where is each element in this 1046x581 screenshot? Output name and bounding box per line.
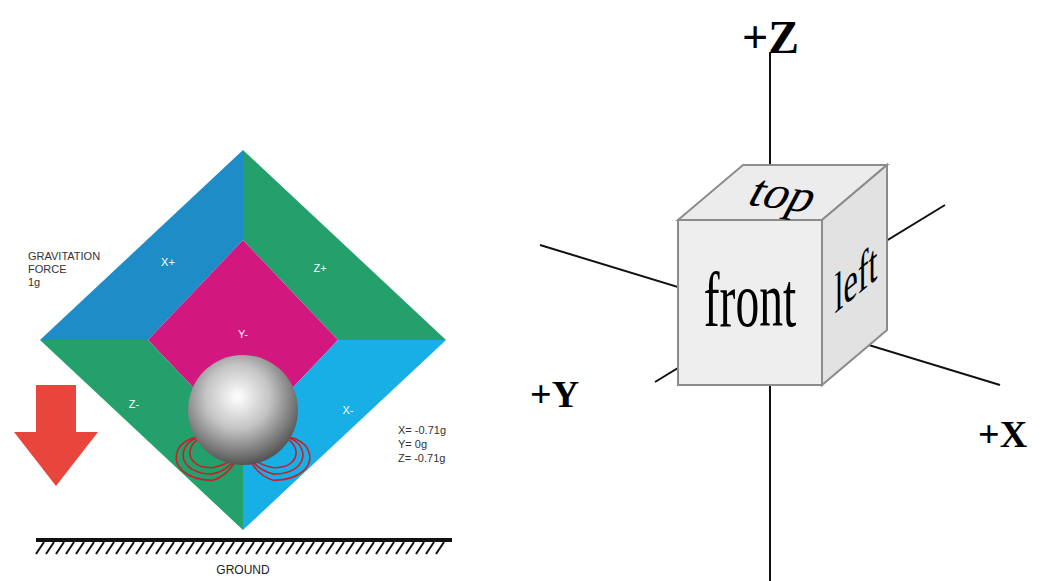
hatch-stroke: [196, 542, 204, 554]
face-label: X-: [343, 405, 354, 416]
hatch-stroke: [346, 542, 354, 554]
hatch-stroke: [56, 542, 64, 554]
hatch-stroke: [286, 542, 294, 554]
face-label: Y-: [238, 329, 248, 340]
ground-line: [36, 538, 452, 542]
hatch-stroke: [426, 542, 434, 554]
face-shape: [822, 165, 887, 385]
hatch-stroke: [316, 542, 324, 554]
hatch-stroke: [236, 542, 244, 554]
hatch-stroke: [96, 542, 104, 554]
face-shape: [40, 340, 243, 530]
axis-label: +Z: [742, 10, 799, 65]
hatch-stroke: [326, 542, 334, 554]
hatch-stroke: [376, 542, 384, 554]
face-label: front: [704, 261, 796, 339]
axis-reading: Y= 0g: [398, 438, 427, 451]
gravity-arrow: [14, 385, 98, 486]
hatch-stroke: [416, 542, 424, 554]
hatch-stroke: [396, 542, 404, 554]
face-label: Z-: [129, 399, 139, 410]
pressure-contours: [176, 436, 310, 481]
contour-line: [246, 436, 303, 474]
face-label: Z+: [313, 263, 326, 274]
axis-reading: Z= -0.71g: [398, 452, 445, 465]
hatch-stroke: [136, 542, 144, 554]
hatch-stroke: [296, 542, 304, 554]
ground-label: GROUND: [216, 563, 269, 577]
hatch-stroke: [336, 542, 344, 554]
ground-hatch: [36, 542, 444, 554]
contour-line: [246, 436, 310, 480]
axis-label: +Y: [530, 372, 579, 418]
hatch-stroke: [36, 542, 44, 554]
hatch-stroke: [356, 542, 364, 554]
hatch-stroke: [86, 542, 94, 554]
face-shape: [678, 220, 822, 385]
hatch-stroke: [206, 542, 214, 554]
hatch-stroke: [46, 542, 54, 554]
hatch-stroke: [406, 542, 414, 554]
hatch-stroke: [66, 542, 74, 554]
face-label: X+: [161, 257, 175, 268]
hatch-stroke: [366, 542, 374, 554]
face-z-minus: Z-: [40, 340, 243, 530]
hatch-stroke: [226, 542, 234, 554]
hatch-stroke: [76, 542, 84, 554]
hatch-stroke: [436, 542, 444, 554]
cube-front-face: front: [678, 220, 822, 385]
cube-left-face: left: [822, 165, 887, 385]
hatch-stroke: [156, 542, 164, 554]
axis-reading: X= -0.71g: [398, 424, 446, 437]
hatch-stroke: [106, 542, 114, 554]
hatch-stroke: [116, 542, 124, 554]
hatch-stroke: [246, 542, 254, 554]
force-label: GRAVITATION FORCE 1g: [28, 250, 120, 290]
contour-line: [246, 436, 296, 468]
hatch-stroke: [166, 542, 174, 554]
hatch-stroke: [186, 542, 194, 554]
contour-line: [190, 436, 240, 468]
hatch-stroke: [146, 542, 154, 554]
axis-label: +X: [978, 412, 1027, 458]
face-outline: [40, 340, 243, 530]
hatch-stroke: [306, 542, 314, 554]
contour-line: [176, 436, 240, 480]
hatch-stroke: [216, 542, 224, 554]
face-shape: [243, 340, 446, 530]
hatch-stroke: [276, 542, 284, 554]
contour-line: [183, 436, 240, 474]
ball: [188, 355, 298, 465]
hatch-stroke: [176, 542, 184, 554]
hatch-stroke: [256, 542, 264, 554]
hatch-stroke: [126, 542, 134, 554]
hatch-stroke: [266, 542, 274, 554]
hatch-stroke: [386, 542, 394, 554]
